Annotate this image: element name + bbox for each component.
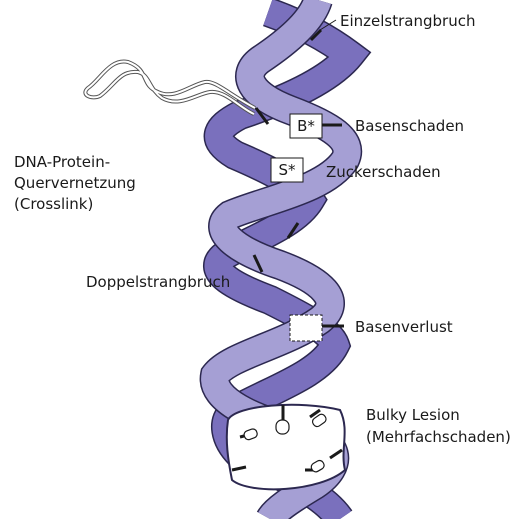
base-damage-box-label: B* [297,117,315,135]
base-damage-box: B* [290,114,322,138]
base-loss-dashed-box [290,315,322,341]
label-crosslink-line2: Quervernetzung [14,174,136,192]
label-bulky-line2: (Mehrfachschaden) [366,428,511,446]
bulky-lesion-loop [227,405,345,490]
label-crosslink-line1: DNA-Protein- [14,153,110,171]
label-crosslink-line3: (Crosslink) [14,195,93,213]
label-einzelstrangbruch: Einzelstrangbruch [340,12,475,30]
damaged-base-pill-1 [276,420,289,434]
label-bulky-line1: Bulky Lesion [366,406,460,424]
label-doppelstrangbruch: Doppelstrangbruch [86,273,230,291]
label-basenverlust: Basenverlust [355,318,453,336]
label-basenschaden: Basenschaden [355,117,464,135]
label-zuckerschaden: Zuckerschaden [326,163,441,181]
sugar-damage-box-label: S* [278,161,296,179]
sugar-damage-box: S* [271,158,303,182]
